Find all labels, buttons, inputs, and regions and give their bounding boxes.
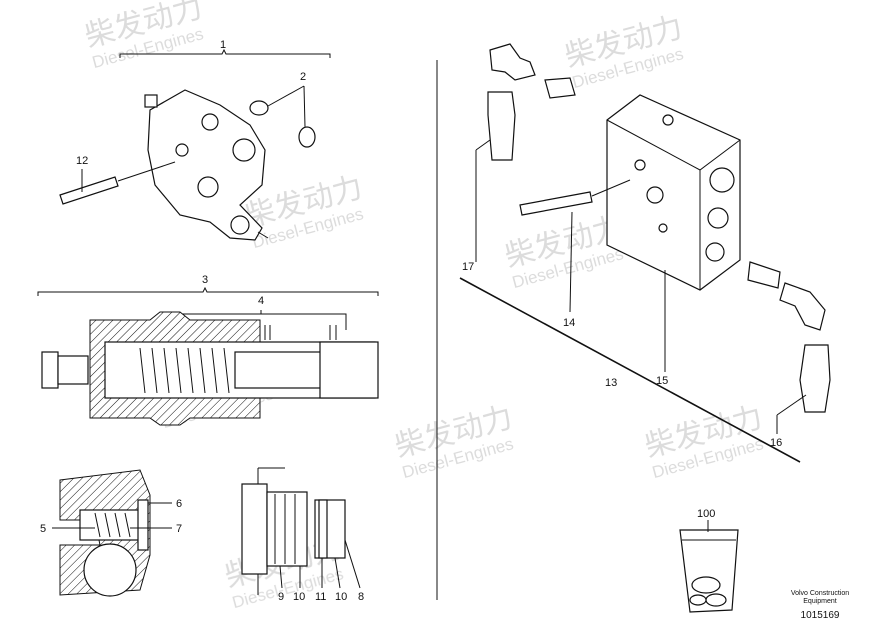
watermark-6: 柴发动力 Diesel-Engines	[392, 401, 516, 482]
caption-line-2: Equipment	[803, 598, 837, 605]
screw-14	[519, 179, 631, 313]
callout-10-b: 10	[335, 591, 347, 603]
valve-block-assembly	[606, 94, 741, 291]
screw-12	[59, 161, 176, 205]
callout-12: 12	[76, 155, 88, 167]
callout-15: 15	[656, 375, 668, 387]
callout-4: 4	[258, 295, 264, 307]
callout-7: 7	[176, 523, 182, 535]
detail-spool	[241, 467, 361, 595]
callout-5: 5	[40, 523, 46, 535]
leader-lines-right	[459, 139, 807, 463]
callout-16: 16	[770, 437, 782, 449]
fittings-top	[487, 43, 576, 161]
callout-100: 100	[697, 508, 715, 520]
callout-17: 17	[462, 261, 474, 273]
callout-8: 8	[358, 591, 364, 603]
caption-line-1: Volvo Construction	[791, 590, 849, 597]
callout-2: 2	[300, 71, 306, 83]
valve-body-drawing	[144, 89, 269, 241]
callout-1: 1	[220, 39, 226, 51]
valve-cross-section	[41, 311, 379, 426]
callout-6: 6	[176, 498, 182, 510]
watermark-2: 柴发动力 Diesel-Engines	[562, 11, 686, 92]
watermark-1: 柴发动力 Diesel-Engines	[82, 0, 206, 72]
seal-kit-bag	[679, 520, 739, 613]
callout-10-a: 10	[293, 591, 305, 603]
detail-check-valve	[52, 469, 172, 597]
callout-13: 13	[605, 377, 617, 389]
watermark-7: 柴发动力 Diesel-Engines	[642, 401, 766, 482]
assembly-1-bracket	[119, 48, 331, 58]
o-rings-2	[249, 85, 316, 148]
callout-14: 14	[563, 317, 575, 329]
fittings-right	[747, 261, 831, 413]
drawing-number: 1015169	[801, 610, 840, 621]
callout-3: 3	[202, 274, 208, 286]
callout-9: 9	[278, 591, 284, 603]
callout-11: 11	[315, 591, 326, 603]
